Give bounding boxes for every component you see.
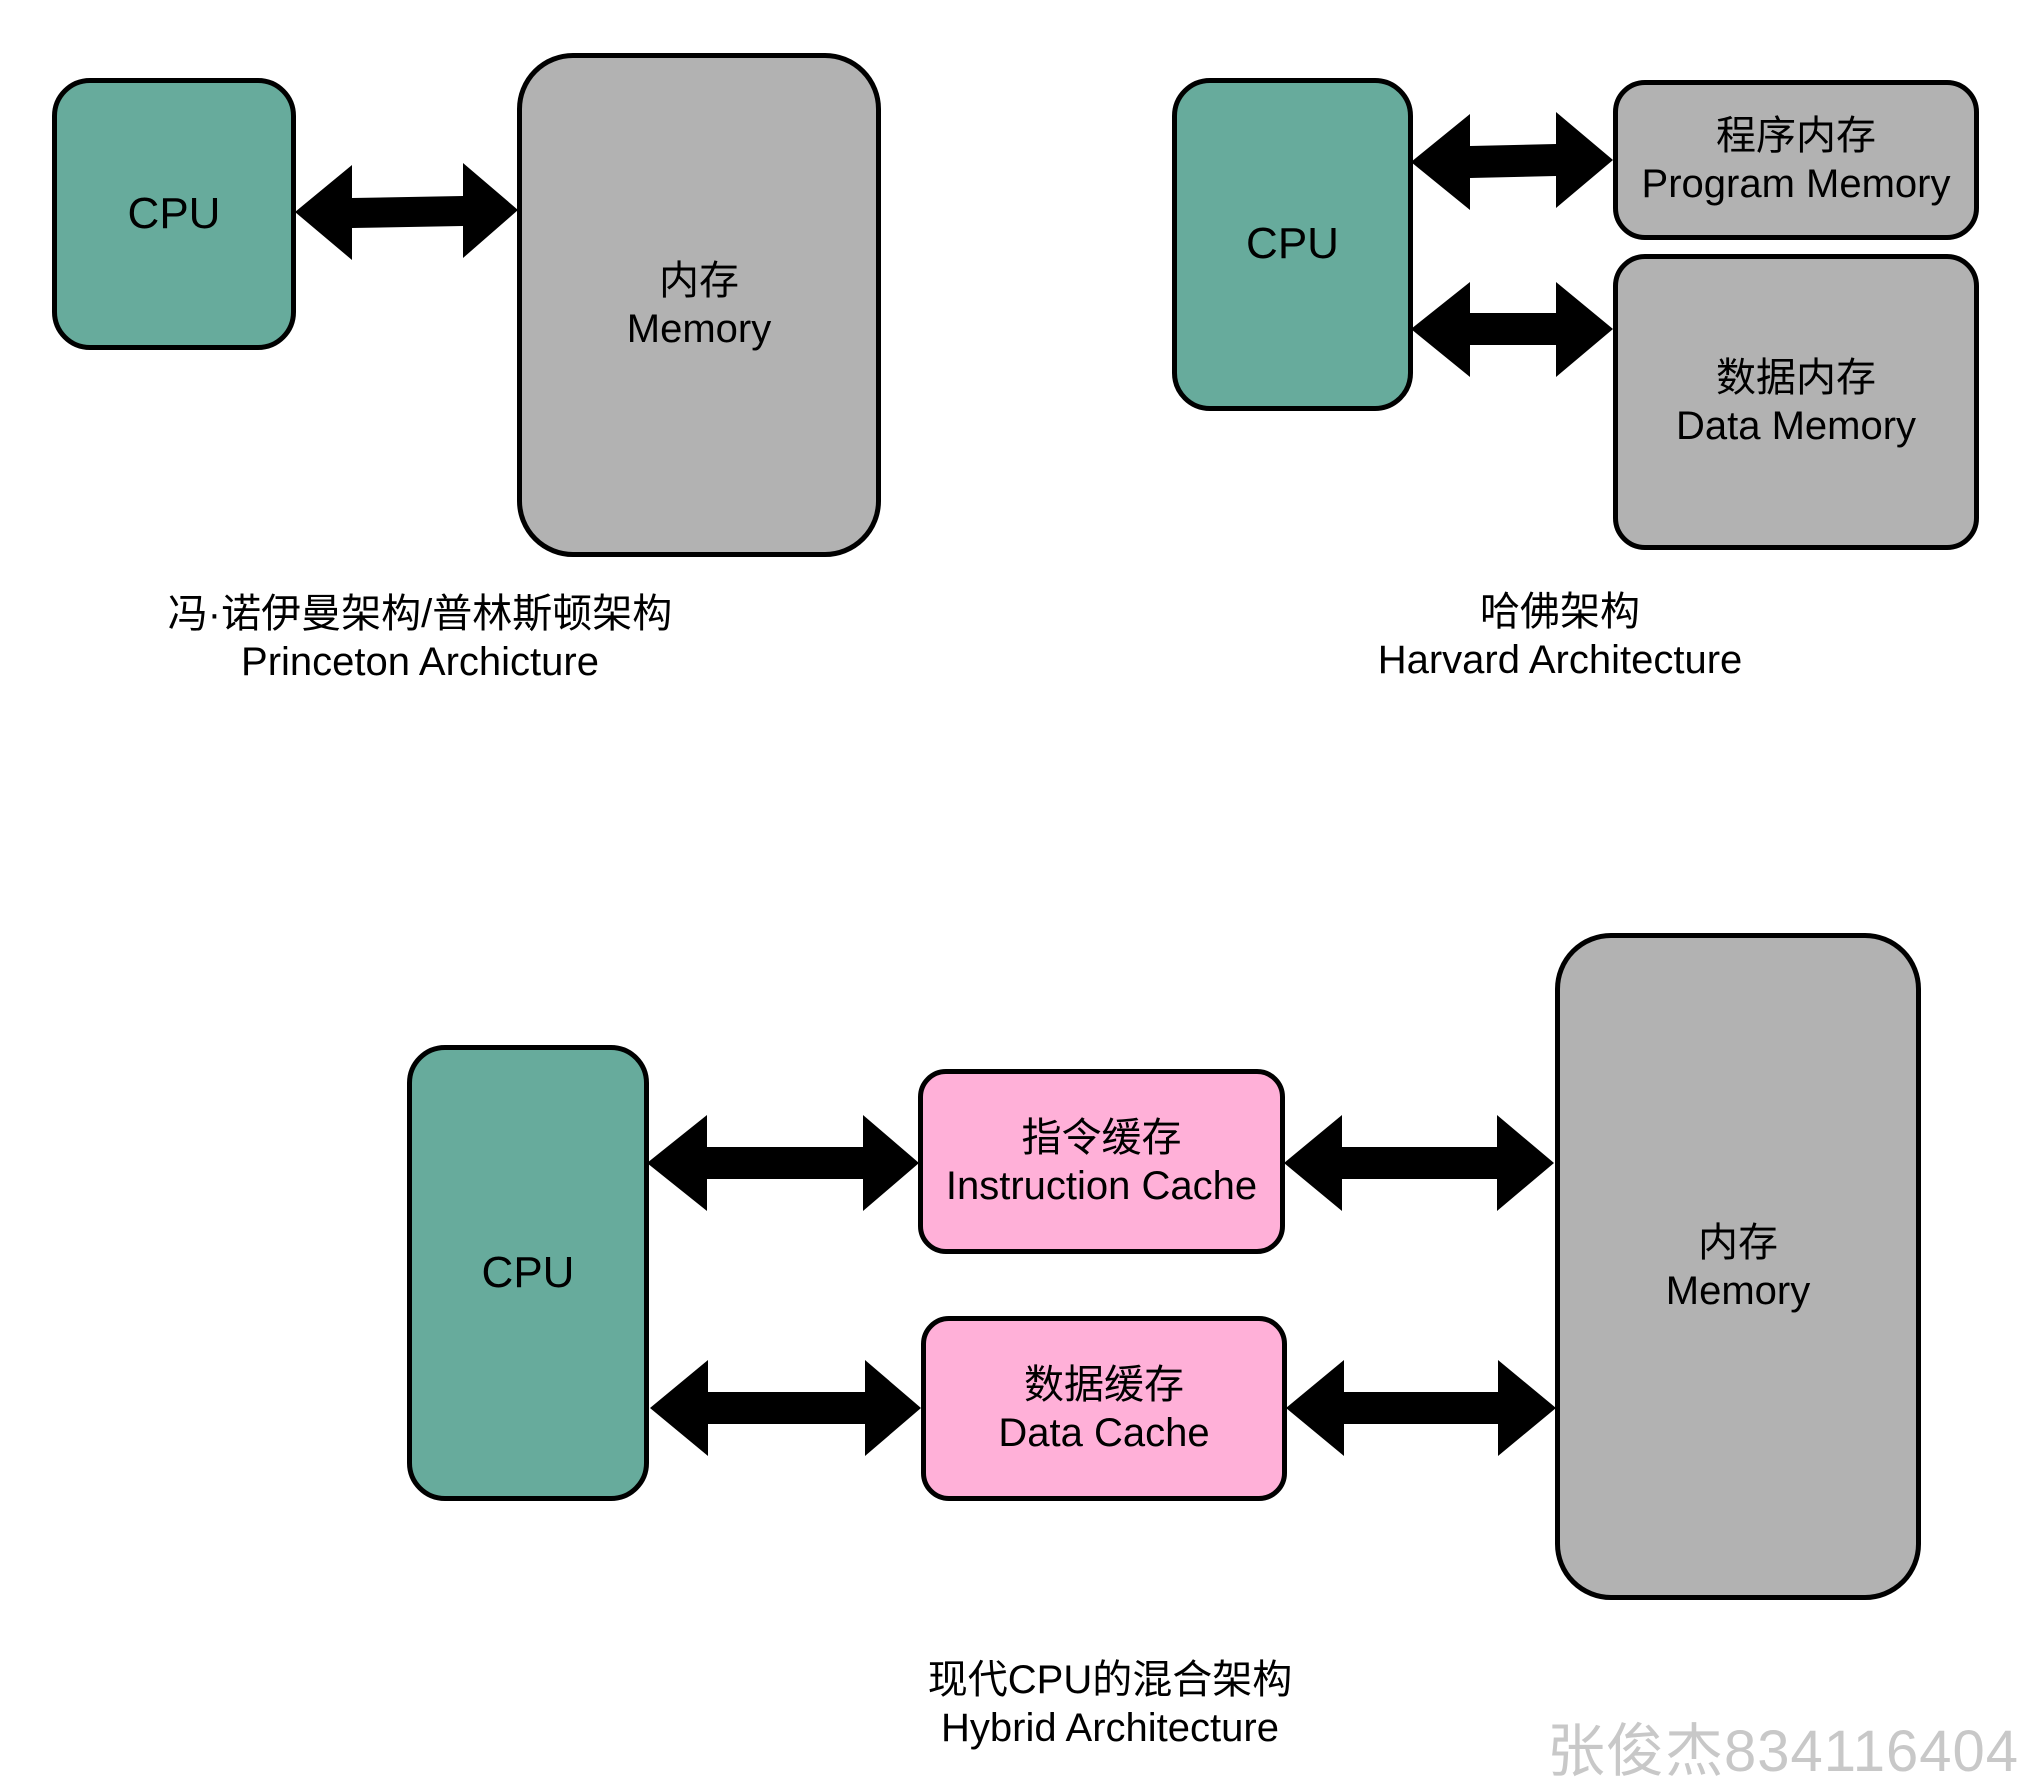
- harvard-cpu-label: CPU: [1246, 219, 1339, 269]
- arrow-princeton-cpu-memory: [295, 163, 518, 260]
- harvard-caption-en: Harvard Architecture: [1377, 638, 1743, 682]
- hybrid-instruction-cache-label-en: Instruction Cache: [945, 1163, 1258, 1208]
- harvard-program-memory-label-en: Program Memory: [1641, 162, 1951, 206]
- hybrid-caption-en: Hybrid Architecture: [941, 1706, 1279, 1750]
- hybrid-cpu-box: CPU: [407, 1045, 649, 1501]
- arrow-hybrid-cpu-data-cache: [650, 1360, 921, 1456]
- watermark: 张俊杰834116404: [1546, 1719, 2019, 1784]
- princeton-memory-label-en: Memory: [626, 307, 772, 351]
- hybrid-caption-zh: 现代CPU的混合架构: [927, 1658, 1293, 1702]
- harvard-caption-zh: 哈佛架构: [1480, 590, 1640, 634]
- hybrid-memory-label-zh: 内存: [1698, 1220, 1778, 1265]
- arrow-hybrid-instruction-cache-memory: [1284, 1115, 1554, 1211]
- hybrid-instruction-cache-box: 指令缓存 Instruction Cache: [918, 1069, 1285, 1254]
- harvard-caption: 哈佛架构 Harvard Architecture: [1290, 588, 1830, 684]
- hybrid-instruction-cache-label-zh: 指令缓存: [1021, 1115, 1182, 1160]
- hybrid-memory-label-en: Memory: [1665, 1268, 1811, 1313]
- princeton-caption-zh: 冯·诺伊曼架构/普林斯顿架构: [167, 592, 673, 636]
- hybrid-data-cache-label-zh: 数据缓存: [1024, 1362, 1184, 1407]
- harvard-data-memory-label-zh: 数据内存: [1716, 356, 1876, 400]
- princeton-caption-en: Princeton Archicture: [241, 640, 599, 684]
- arrow-harvard-cpu-program-memory: [1411, 112, 1613, 210]
- princeton-cpu-box: CPU: [52, 78, 296, 350]
- hybrid-cpu-label: CPU: [481, 1247, 575, 1297]
- princeton-memory-box: 内存 Memory: [517, 53, 881, 557]
- hybrid-data-cache-label-en: Data Cache: [998, 1410, 1210, 1455]
- hybrid-caption: 现代CPU的混合架构 Hybrid Architecture: [850, 1656, 1370, 1752]
- arrow-hybrid-data-cache-memory: [1286, 1360, 1556, 1456]
- arrow-hybrid-cpu-instruction-cache: [647, 1115, 919, 1211]
- hybrid-data-cache-box: 数据缓存 Data Cache: [921, 1316, 1287, 1501]
- harvard-program-memory-label-zh: 程序内存: [1716, 114, 1876, 158]
- arrow-harvard-cpu-data-memory: [1411, 282, 1613, 377]
- harvard-data-memory-box: 数据内存 Data Memory: [1613, 254, 1979, 550]
- princeton-cpu-label: CPU: [127, 188, 221, 238]
- princeton-memory-label-zh: 内存: [659, 259, 739, 303]
- hybrid-memory-box: 内存 Memory: [1555, 933, 1921, 1600]
- harvard-data-memory-label-en: Data Memory: [1675, 404, 1917, 448]
- princeton-caption: 冯·诺伊曼架构/普林斯顿架构 Princeton Archicture: [100, 590, 740, 686]
- harvard-program-memory-box: 程序内存 Program Memory: [1613, 80, 1979, 240]
- harvard-cpu-box: CPU: [1172, 78, 1413, 411]
